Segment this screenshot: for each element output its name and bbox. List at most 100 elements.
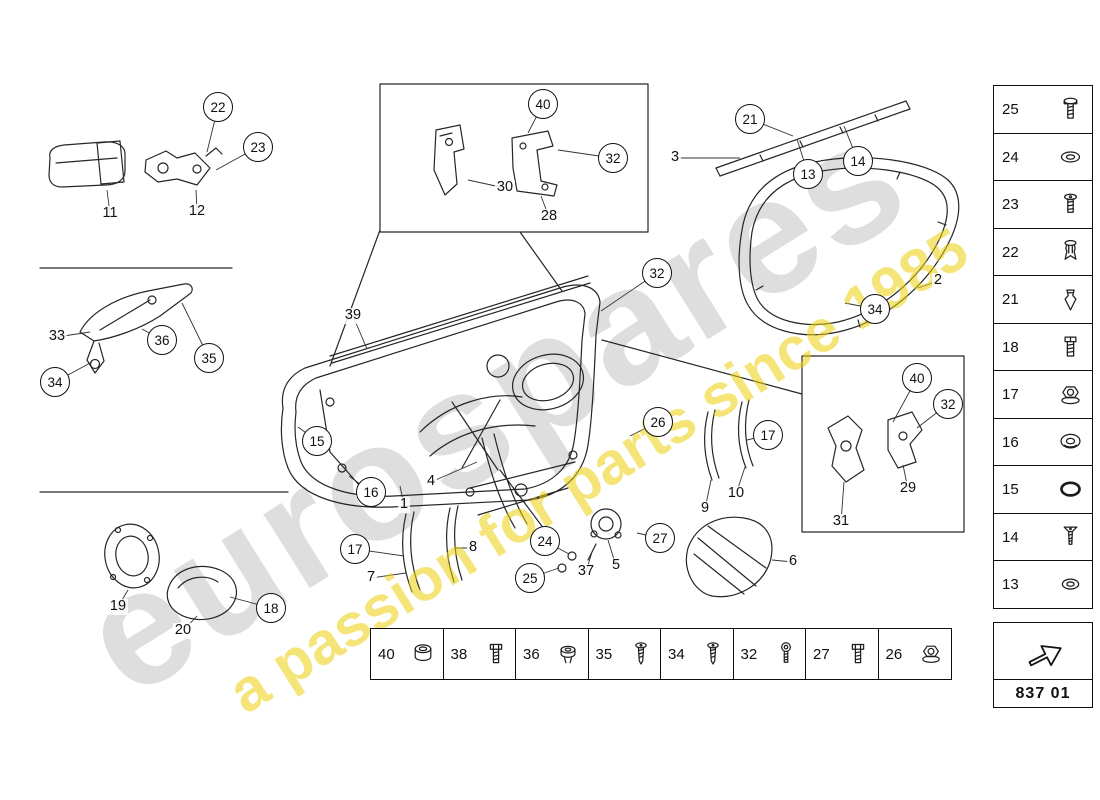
tapping-screw-icon (707, 642, 719, 665)
callout-1: 1 (397, 496, 411, 513)
sidebar-part-cell-15[interactable]: 15 (993, 465, 1093, 514)
hex-bolt-icon (851, 643, 865, 664)
part-number-label: 27 (813, 645, 830, 663)
sidebar-part-cell-21[interactable]: 21 (993, 275, 1093, 324)
callout-8: 8 (466, 539, 480, 556)
part-number-label: 25 (1002, 101, 1019, 118)
seal-ring-icon (1060, 480, 1081, 497)
sidebar-part-cell-23[interactable]: 23 (993, 180, 1093, 229)
part-number-label: 22 (1002, 243, 1019, 261)
callout-20: 20 (172, 622, 194, 639)
part-number-label: 26 (885, 645, 903, 663)
part-code-label: 837 01 (993, 680, 1093, 708)
callout-15[interactable]: 15 (302, 426, 332, 456)
callout-32[interactable]: 32 (933, 389, 963, 419)
bottom-part-cell-40[interactable]: 40 (370, 628, 444, 680)
sidebar-part-cell-22[interactable]: 22 (993, 227, 1093, 277)
sidebar-part-cell-25[interactable]: 25 (993, 85, 1093, 134)
callout-34[interactable]: 34 (40, 367, 70, 397)
callout-19: 19 (107, 598, 129, 615)
callout-11: 11 (100, 205, 120, 222)
callout-16[interactable]: 16 (356, 477, 386, 507)
callout-37: 37 (575, 563, 597, 580)
sidebar-part-cell-13[interactable]: 13 (993, 560, 1093, 609)
callout-10: 10 (725, 485, 747, 502)
bottom-part-cell-34[interactable]: 34 (660, 628, 734, 680)
callout-13[interactable]: 13 (793, 159, 823, 189)
part-number-label: 34 (668, 645, 685, 663)
pan-screw-icon (1064, 193, 1077, 213)
sidebar-part-cell-18[interactable]: 18 (993, 322, 1093, 372)
callout-35[interactable]: 35 (194, 343, 224, 373)
callout-23[interactable]: 23 (243, 132, 273, 162)
part-number-label: 16 (1002, 433, 1019, 451)
callout-40[interactable]: 40 (528, 89, 558, 119)
callout-24[interactable]: 24 (530, 526, 560, 556)
washer-icon (1060, 151, 1081, 163)
callout-2: 2 (931, 272, 945, 289)
callout-21[interactable]: 21 (735, 104, 765, 134)
callout-34[interactable]: 34 (860, 294, 890, 324)
callout-29: 29 (897, 480, 919, 497)
sidebar-part-cell-16[interactable]: 16 (993, 417, 1093, 467)
callout-28: 28 (538, 208, 560, 225)
next-page-button[interactable] (993, 622, 1093, 680)
part-number-label: 15 (1002, 481, 1019, 498)
callout-25[interactable]: 25 (515, 563, 545, 593)
part-number-label: 13 (1002, 576, 1019, 593)
callout-7: 7 (364, 569, 378, 586)
part-number-label: 38 (450, 645, 468, 663)
flange-nut-icon (1061, 385, 1080, 404)
callout-32[interactable]: 32 (598, 143, 628, 173)
flange-nut-icon (921, 645, 940, 663)
bottom-part-cell-32[interactable]: 32 (732, 628, 807, 680)
callout-26[interactable]: 26 (643, 407, 673, 437)
bushing-icon (414, 644, 432, 662)
part-number-label: 40 (378, 645, 395, 663)
grommet-icon (560, 645, 576, 664)
flat-washer-icon (1061, 578, 1080, 590)
bottom-part-cell-26[interactable]: 26 (877, 628, 952, 680)
callout-33: 33 (46, 328, 68, 345)
callout-14[interactable]: 14 (843, 146, 873, 176)
callout-4: 4 (424, 473, 438, 490)
tapping-screw-icon (634, 642, 647, 665)
sidebar-part-cell-17[interactable]: 17 (993, 370, 1093, 419)
socket-bolt-icon (780, 642, 791, 663)
callout-5: 5 (609, 557, 623, 574)
rivet-icon (1064, 240, 1077, 260)
sidebar-part-cell-14[interactable]: 14 (993, 512, 1093, 562)
callout-40[interactable]: 40 (902, 363, 932, 393)
callout-9: 9 (698, 500, 712, 517)
disc-washer-icon (1060, 433, 1081, 449)
next-arrow-icon (1028, 645, 1062, 667)
part-number-label: 21 (1002, 291, 1019, 308)
callout-32[interactable]: 32 (642, 258, 672, 288)
callout-31: 31 (830, 513, 852, 530)
callout-36[interactable]: 36 (147, 325, 177, 355)
part-number-label: 24 (1002, 148, 1019, 166)
callout-18[interactable]: 18 (256, 593, 286, 623)
callout-17[interactable]: 17 (753, 420, 783, 450)
bottom-part-cell-35[interactable]: 35 (587, 628, 662, 680)
callout-22[interactable]: 22 (203, 92, 233, 122)
callout-39: 39 (342, 307, 364, 324)
part-number-label: 18 (1002, 338, 1019, 356)
bottom-part-cell-27[interactable]: 27 (805, 628, 879, 680)
bottom-part-cell-38[interactable]: 38 (442, 628, 517, 680)
bottom-part-cell-36[interactable]: 36 (515, 628, 589, 680)
callout-27[interactable]: 27 (645, 523, 675, 553)
part-number-label: 14 (1002, 528, 1019, 546)
part-number-label: 35 (595, 645, 613, 663)
sidebar-part-cell-24[interactable]: 24 (993, 132, 1093, 182)
callout-17[interactable]: 17 (340, 534, 370, 564)
callout-12: 12 (186, 203, 208, 220)
part-number-label: 32 (740, 645, 758, 663)
nav-box: 837 01 (993, 622, 1093, 708)
bolt-icon (1064, 336, 1077, 357)
part-number-label: 23 (1002, 196, 1019, 213)
callout-3: 3 (668, 149, 682, 166)
clip-icon (1064, 288, 1077, 311)
